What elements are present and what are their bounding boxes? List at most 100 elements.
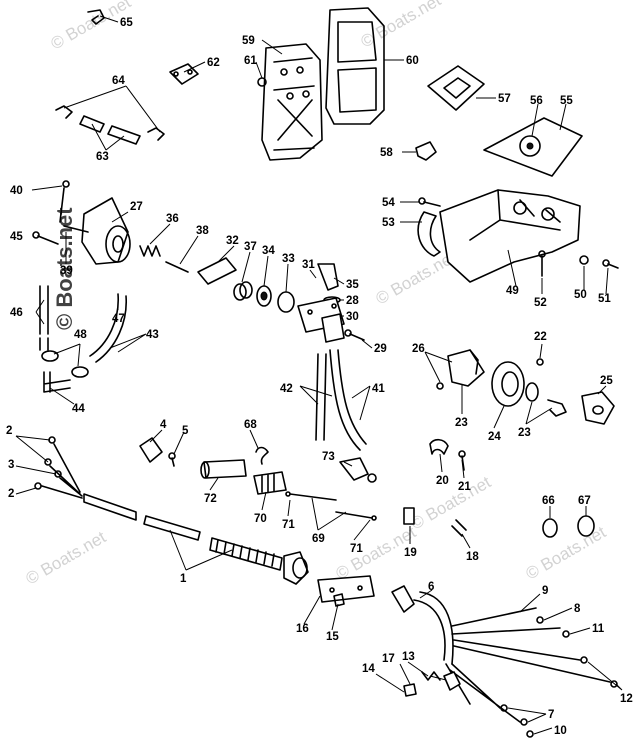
part-26-screw [436,382,444,390]
part-23-starter-switch [447,349,485,387]
callout-61: 61 [244,55,257,67]
part-16-bracket [317,575,375,603]
watermark-vertical: © Boats.net [52,207,77,330]
callout-43: 43 [146,329,159,341]
callout-9: 9 [542,585,548,597]
callout-34: 34 [262,245,275,257]
callout-45: 45 [10,231,23,243]
part-46-hose-b [39,337,49,351]
part-10-terminal [526,730,534,738]
callout-8: 8 [574,603,581,615]
callout-26: 26 [412,343,425,355]
part-12-terminal [580,656,588,664]
part-58-clip [415,141,437,161]
part-42-hose [315,353,327,441]
leader-lines [15,15,623,735]
part-15-clip [333,593,345,607]
callout-56: 56 [530,95,543,107]
callout-21: 21 [458,481,471,493]
callout-66: 66 [542,495,555,507]
part-14-clip [403,683,417,697]
part-21-screw [461,455,465,471]
callout-39: 39 [60,265,73,277]
part-63-sleeve-b [107,125,141,145]
part-6-connector [391,585,415,613]
part-59-exhaust-cover [261,43,323,161]
callout-2b: 2 [8,488,14,500]
callout-12: 12 [620,693,633,705]
callout-1: 1 [180,573,187,585]
callout-22: 22 [534,331,547,343]
part-69-wire-a [289,493,337,501]
part-31-elbow [317,263,339,291]
callout-24: 24 [488,431,501,443]
callout-44: 44 [72,403,85,415]
callout-65: 65 [120,17,133,29]
part-51-screw [607,263,619,269]
callout-51: 51 [598,293,611,305]
callout-59: 59 [242,35,255,47]
part-39-wire [63,225,89,233]
callout-27: 27 [130,201,143,213]
part-36-spring [139,245,161,257]
callout-23: 23 [455,417,468,429]
part-68-clip [255,446,269,465]
callout-73: 73 [322,451,335,463]
part-3-leads [41,443,83,499]
part-53-strap [417,211,441,257]
callout-33: 33 [282,253,295,265]
callout-20: 20 [436,475,449,487]
part-48-clamp [41,350,59,362]
callout-63: 63 [96,151,109,163]
callout-6: 6 [428,581,434,593]
callout-41: 41 [372,383,385,395]
callout-14: 14 [362,663,375,675]
callout-38: 38 [196,225,209,237]
watermark: © Boats.net [523,522,610,583]
callout-62: 62 [207,57,220,69]
watermark: © Boats.net [23,527,110,588]
part-22-screw [536,358,544,366]
callout-55: 55 [560,95,573,107]
part-50-nut [579,255,589,265]
callout-72: 72 [204,493,217,505]
callout-18: 18 [466,551,479,563]
part-65-clip [87,9,105,25]
callout-32: 32 [226,235,239,247]
part-6-harness [413,591,454,665]
callout-30: 30 [346,311,359,323]
callout-60: 60 [406,55,419,67]
watermark: © Boats.net [358,0,445,51]
part-20-clip [429,438,449,455]
part-45-screw [37,235,59,245]
parts [32,7,619,738]
part-27-solenoid [81,197,129,265]
part-24-gear [491,361,525,407]
callout-57: 57 [498,93,511,105]
part-54-screw [423,201,441,207]
callout-69: 69 [312,533,325,545]
callout-71b: 71 [350,543,363,555]
part-11-terminal [562,630,570,638]
callout-68: 68 [244,419,257,431]
part-64-clip-left [55,105,73,119]
part-38-pin [165,261,189,273]
part-23-nut [525,382,539,402]
callout-54: 54 [382,197,395,209]
watermark: © Boats.net [408,472,495,533]
callout-28: 28 [346,295,359,307]
callout-11: 11 [592,623,605,635]
callout-53: 53 [382,217,395,229]
part-32-tube [197,257,237,285]
callout-2: 2 [6,425,12,437]
part-25-key-fob [581,391,615,425]
part-46-hose-a [39,285,49,335]
part-73-connector [339,457,369,481]
part-4-clamp [139,437,163,463]
callout-19: 19 [404,547,417,559]
callout-16: 16 [296,623,309,635]
callout-40: 40 [10,185,23,197]
callout-31: 31 [302,259,315,271]
callout-23b: 23 [518,427,531,439]
